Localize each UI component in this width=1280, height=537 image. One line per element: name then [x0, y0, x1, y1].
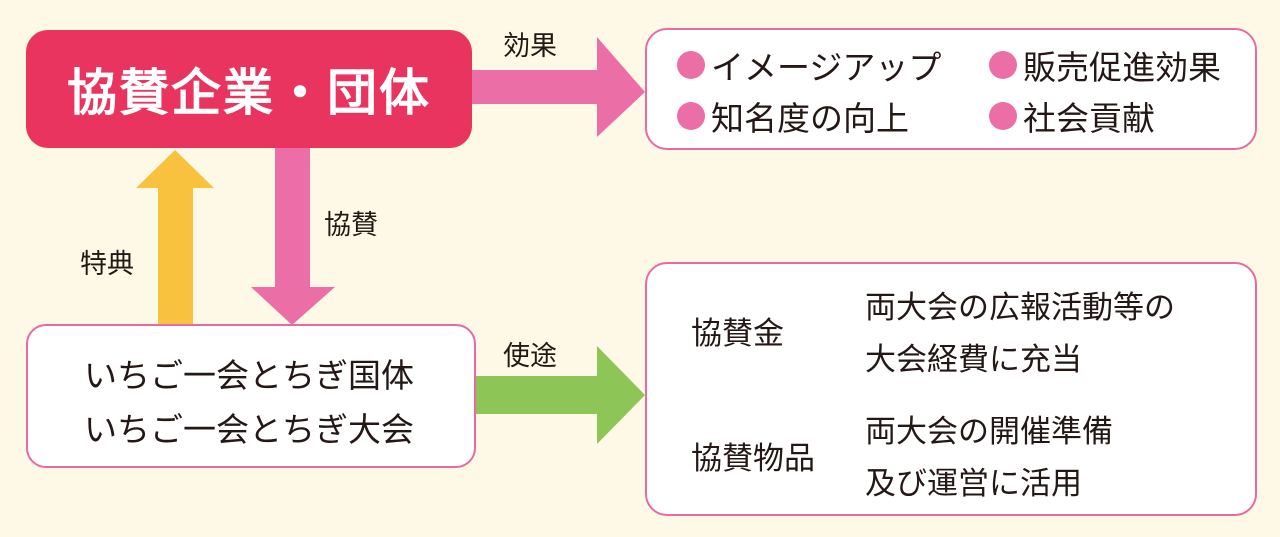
- event-name: いちご一会とちぎ大会: [84, 410, 414, 449]
- effect-item-label: 販売促進効果: [1023, 48, 1221, 87]
- effect-item: 販売促進効果: [989, 41, 1221, 89]
- usage-item-label: 協賛物品: [691, 441, 815, 477]
- bullet-dot-icon: [989, 102, 1017, 130]
- usage-description: 両大会の広報活動等の: [865, 290, 1175, 326]
- effect-item: 知名度の向上: [677, 92, 909, 140]
- effect-item-label: 社会貢献: [1023, 99, 1155, 138]
- usage-arrow: [472, 346, 645, 444]
- effect-item: 社会貢献: [989, 92, 1155, 140]
- usage-box: 協賛金 両大会の広報活動等の 大会経費に充当 協賛物品 両大会の開催準備 及び運…: [645, 262, 1257, 516]
- usage-description: 両大会の開催準備: [865, 414, 1113, 450]
- sponsorship-label: 協賛: [324, 210, 378, 241]
- sponsor-title: 協賛企業・団体: [67, 64, 431, 122]
- event-name: いちご一会とちぎ国体: [84, 356, 414, 395]
- sponsorship-arrow: [251, 148, 335, 325]
- usage-description: 大会経費に充当: [865, 342, 1082, 378]
- effect-item-label: イメージアップ: [711, 48, 942, 87]
- bullet-dot-icon: [677, 102, 705, 130]
- sponsor-box: 協賛企業・団体: [26, 30, 472, 148]
- effect-label: 効果: [503, 31, 557, 62]
- effect-arrow: [472, 37, 645, 137]
- effect-item-label: 知名度の向上: [711, 99, 909, 138]
- usage-item-label: 協賛金: [691, 316, 784, 352]
- bullet-dot-icon: [677, 51, 705, 79]
- bullet-dot-icon: [989, 51, 1017, 79]
- benefit-label: 特典: [80, 249, 134, 280]
- usage-label: 使途: [503, 341, 557, 372]
- events-box: いちご一会とちぎ国体 いちご一会とちぎ大会: [26, 324, 476, 468]
- effect-item: イメージアップ: [677, 41, 941, 89]
- benefit-arrow: [136, 150, 214, 324]
- usage-description: 及び運営に活用: [865, 466, 1082, 502]
- effects-box: イメージアップ 販売促進効果 知名度の向上 社会貢献: [645, 28, 1257, 150]
